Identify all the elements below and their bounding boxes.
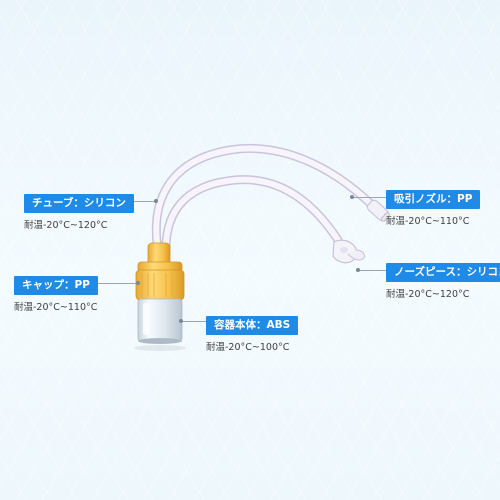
leader-suction-nozzle	[352, 197, 386, 198]
label-nose-piece-spec: 耐温-20°C~120°C	[386, 289, 470, 300]
leader-suction-nozzle-dot	[350, 195, 354, 199]
label-body-spec: 耐温-20°C~100°C	[206, 342, 290, 353]
leader-nose-piece-dot	[356, 268, 360, 272]
label-cap-spec: 耐温-20°C~110°C	[14, 302, 98, 313]
label-suction-nozzle: 吸引ノズル：PP 耐温-20°C~110°C	[386, 187, 481, 227]
label-tube: チューブ：シリコン 耐温-20°C~120°C	[24, 191, 134, 231]
label-suction-nozzle-title: 吸引ノズル：PP	[386, 190, 481, 209]
leader-nose-piece	[358, 270, 386, 271]
leader-body	[182, 321, 206, 322]
label-tube-title: チューブ：シリコン	[24, 194, 134, 213]
label-nose-piece: ノーズピース：シリコン 耐温-20°C~120°C	[386, 260, 500, 300]
label-nose-piece-title: ノーズピース：シリコン	[386, 263, 500, 282]
label-body: 容器本体：ABS 耐温-20°C~100°C	[206, 313, 299, 353]
cap	[135, 242, 185, 301]
nose-piece	[332, 239, 365, 264]
container-body	[134, 298, 186, 351]
label-suction-nozzle-spec: 耐温-20°C~110°C	[386, 216, 470, 227]
leader-tube-dot	[154, 199, 158, 203]
leader-tube	[120, 201, 156, 202]
label-cap: キャップ：PP 耐温-20°C~110°C	[14, 273, 98, 313]
leader-cap	[94, 283, 138, 284]
suction-nozzle	[366, 199, 390, 222]
leader-body-dot	[179, 319, 183, 323]
label-cap-title: キャップ：PP	[14, 276, 98, 295]
leader-cap-dot	[136, 281, 140, 285]
label-tube-spec: 耐温-20°C~120°C	[24, 220, 108, 231]
label-body-title: 容器本体：ABS	[206, 316, 299, 335]
